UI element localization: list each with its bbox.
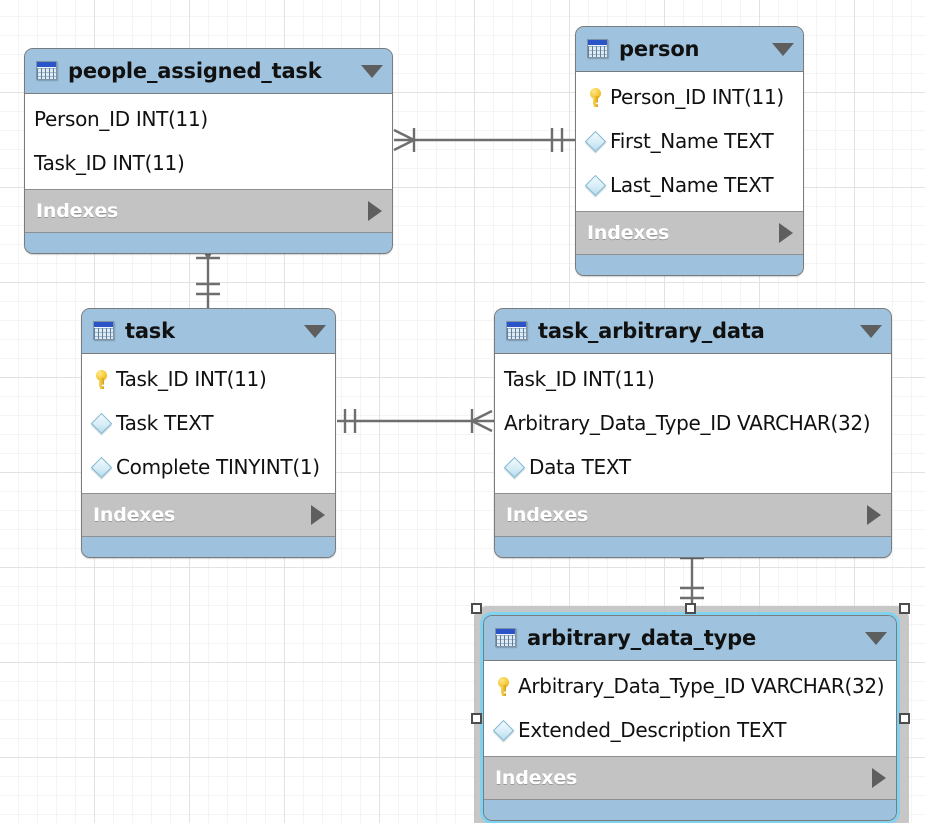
table-header[interactable]: person — [576, 27, 803, 72]
relationship-people-assigned-task-person — [393, 128, 576, 152]
table-footer — [484, 800, 896, 820]
caret-right-icon[interactable] — [779, 223, 793, 243]
table-icon — [494, 627, 518, 649]
table-footer — [25, 233, 392, 253]
column-label: Data TEXT — [529, 455, 631, 479]
caret-right-icon[interactable] — [867, 505, 881, 525]
indexes-section[interactable]: Indexes — [25, 189, 392, 233]
column-diamond-icon — [503, 456, 526, 479]
indexes-label: Indexes — [93, 504, 176, 526]
caret-down-icon[interactable] — [860, 324, 882, 338]
table-column[interactable]: Task_ID INT(11) — [25, 141, 392, 185]
column-label: Complete TINYINT(1) — [116, 455, 320, 479]
table-column[interactable]: Task_ID INT(11) — [82, 357, 335, 401]
handle-e[interactable] — [899, 713, 910, 724]
column-label: Arbitrary_Data_Type_ID VARCHAR(32) — [518, 674, 885, 698]
table-footer — [495, 537, 891, 557]
caret-right-icon[interactable] — [311, 505, 325, 525]
column-diamond-icon — [584, 174, 607, 197]
primary-key-icon — [493, 675, 515, 697]
caret-down-icon[interactable] — [361, 64, 383, 78]
column-diamond-icon — [90, 412, 113, 435]
indexes-label: Indexes — [506, 504, 589, 526]
caret-down-icon[interactable] — [304, 324, 326, 338]
table-column[interactable]: Complete TINYINT(1) — [82, 445, 335, 489]
column-label: Person_ID INT(11) — [610, 85, 784, 109]
column-label: Task_ID INT(11) — [116, 367, 267, 391]
table-columns: Task_ID INT(11) Arbitrary_Data_Type_ID VA… — [495, 354, 891, 493]
caret-right-icon[interactable] — [368, 201, 382, 221]
table-icon — [586, 38, 610, 60]
table-column[interactable]: Data TEXT — [495, 445, 891, 489]
primary-key-icon — [585, 86, 607, 108]
column-diamond-icon — [90, 456, 113, 479]
table-column[interactable]: Task_ID INT(11) — [495, 357, 891, 401]
table-column[interactable]: Arbitrary_Data_Type_ID VARCHAR(32) — [495, 401, 891, 445]
handle-nw[interactable] — [471, 603, 482, 614]
table-column[interactable]: First_Name TEXT — [576, 119, 803, 163]
indexes-label: Indexes — [587, 222, 670, 244]
table-name: arbitrary_data_type — [527, 626, 756, 650]
column-label: Last_Name TEXT — [610, 173, 774, 197]
table-footer — [82, 537, 335, 557]
indexes-label: Indexes — [495, 767, 578, 789]
column-label: Task_ID INT(11) — [504, 367, 655, 391]
table-columns: Task_ID INT(11) Task TEXT Complete TINYINT… — [82, 354, 335, 493]
table-icon — [92, 320, 116, 342]
indexes-section[interactable]: Indexes — [82, 493, 335, 537]
relationship-task-task-arbitrary-data — [337, 409, 494, 433]
table-name: people_assigned_task — [68, 59, 322, 83]
caret-down-icon[interactable] — [865, 631, 887, 645]
table-header[interactable]: task_arbitrary_data — [495, 309, 891, 354]
table-columns: Person_ID INT(11) Task_ID INT(11) — [25, 94, 392, 189]
table-name: task — [125, 319, 175, 343]
primary-key-icon — [91, 368, 113, 390]
indexes-section[interactable]: Indexes — [495, 493, 891, 537]
column-label: First_Name TEXT — [610, 129, 774, 153]
table-columns: Arbitrary_Data_Type_ID VARCHAR(32) Extend… — [484, 661, 896, 756]
table-column[interactable]: Extended_Description TEXT — [484, 708, 896, 752]
table-column[interactable]: Last_Name TEXT — [576, 163, 803, 207]
indexes-section[interactable]: Indexes — [484, 756, 896, 800]
table-name: task_arbitrary_data — [538, 319, 765, 343]
column-diamond-icon — [584, 130, 607, 153]
table-name: person — [619, 37, 700, 61]
table-columns: Person_ID INT(11) First_Name TEXT Last_Nam… — [576, 72, 803, 211]
indexes-label: Indexes — [36, 200, 119, 222]
handle-w[interactable] — [471, 713, 482, 724]
table-column[interactable]: Arbitrary_Data_Type_ID VARCHAR(32) — [484, 664, 896, 708]
table-column[interactable]: Person_ID INT(11) — [25, 97, 392, 141]
column-label: Arbitrary_Data_Type_ID VARCHAR(32) — [504, 411, 871, 435]
caret-down-icon[interactable] — [772, 42, 794, 56]
column-label: Task_ID INT(11) — [34, 151, 185, 175]
handle-n[interactable] — [685, 603, 696, 614]
table-icon — [505, 320, 529, 342]
indexes-section[interactable]: Indexes — [576, 211, 803, 255]
table-column[interactable]: Person_ID INT(11) — [576, 75, 803, 119]
table-footer — [576, 255, 803, 275]
table-column[interactable]: Task TEXT — [82, 401, 335, 445]
column-label: Person_ID INT(11) — [34, 107, 208, 131]
column-diamond-icon — [492, 719, 515, 742]
column-label: Extended_Description TEXT — [518, 718, 787, 742]
table-header[interactable]: people_assigned_task — [25, 49, 392, 94]
table-header[interactable]: arbitrary_data_type — [484, 616, 896, 661]
caret-right-icon[interactable] — [872, 768, 886, 788]
handle-ne[interactable] — [899, 603, 910, 614]
table-icon — [35, 60, 59, 82]
table-header[interactable]: task — [82, 309, 335, 354]
column-label: Task TEXT — [116, 411, 214, 435]
